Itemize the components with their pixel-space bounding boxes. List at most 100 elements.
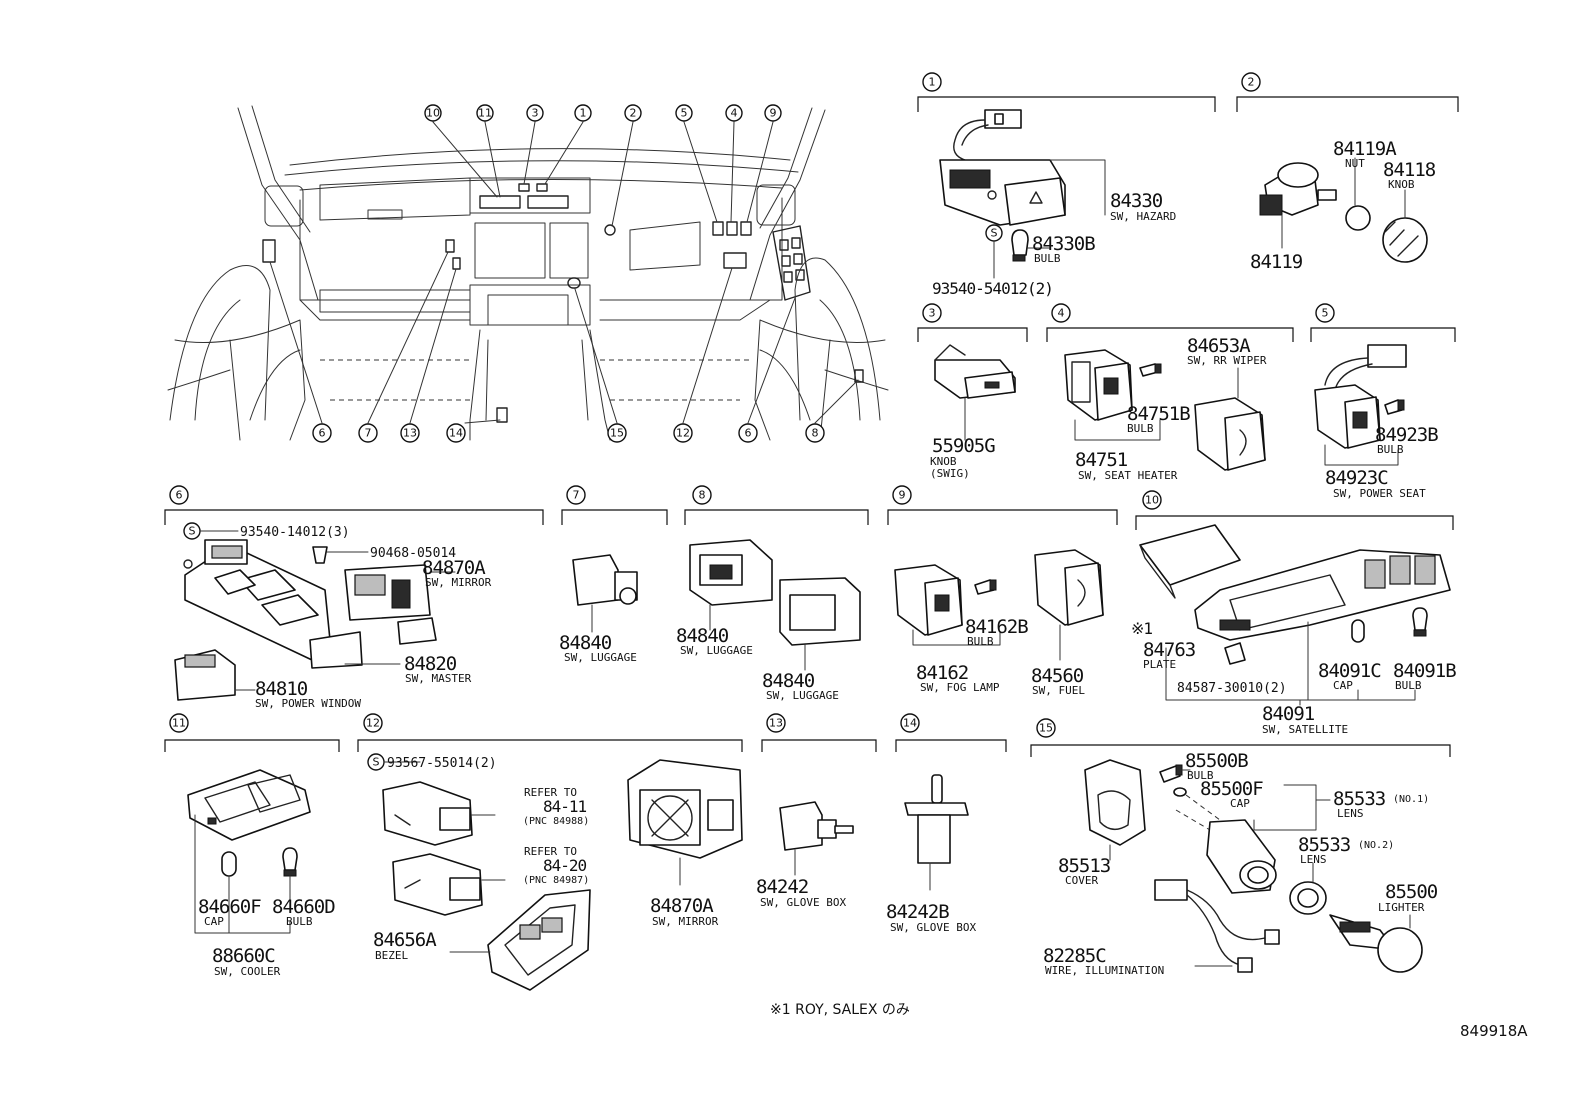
sec6-part-84870a: 84870A bbox=[422, 557, 486, 579]
sec15-desc-cover: COVER bbox=[1065, 874, 1098, 887]
overview-callout-bottom-6a: 6 bbox=[312, 423, 332, 443]
section-9-callout: 9 bbox=[892, 485, 912, 505]
sec15-note-no2: (NO.2) bbox=[1358, 840, 1394, 851]
section-12-callout: 12 bbox=[363, 713, 383, 733]
overview-callout-top-10: 10 bbox=[424, 104, 442, 122]
sec8-desc-luggage-a: SW, LUGGAGE bbox=[680, 644, 753, 657]
sec12-refer-2a: REFER TO bbox=[524, 845, 577, 858]
svg-text:14: 14 bbox=[449, 427, 463, 440]
overview-callout-top-2: 2 bbox=[624, 104, 642, 122]
sec9-part-84162: 84162 bbox=[916, 662, 968, 684]
sec10-desc-satellite: SW, SATELLITE bbox=[1262, 723, 1348, 736]
sec11-desc-bulb: BULB bbox=[286, 915, 313, 928]
overview-callout-bottom-7: 7 bbox=[358, 423, 378, 443]
section-7-callout: 7 bbox=[566, 485, 586, 505]
sec13-part-84242: 84242 bbox=[756, 876, 808, 898]
sec6-part-93540: 93540-14012(3) bbox=[240, 525, 350, 540]
overview-callout-top-11: 11 bbox=[476, 104, 494, 122]
sec10-mark-note: ※1 bbox=[1131, 619, 1152, 638]
svg-text:S: S bbox=[373, 756, 380, 769]
overview-callout-top-5: 5 bbox=[675, 104, 693, 122]
sec9-part-84560: 84560 bbox=[1031, 665, 1084, 687]
sec8-desc-luggage-b: SW, LUGGAGE bbox=[766, 689, 839, 702]
svg-text:1: 1 bbox=[929, 76, 936, 89]
svg-text:15: 15 bbox=[610, 427, 624, 440]
sec12-refer-1c: (PNC 84988) bbox=[523, 816, 589, 827]
section-2-knob: 2 84119A NUT 84118 KNOB 84119 bbox=[1236, 72, 1459, 273]
section-13-glove-box: 13 84242 SW, GLOVE BOX bbox=[756, 713, 877, 909]
sec9-part-84162b: 84162B bbox=[965, 616, 1028, 638]
overview-callout-bottom-15: 15 bbox=[607, 423, 627, 443]
section-14-callout: 14 bbox=[900, 713, 920, 733]
section-1-callout: 1 bbox=[922, 72, 942, 92]
sec10-desc-plate: PLATE bbox=[1143, 658, 1176, 671]
sec15-part-85500: 85500 bbox=[1385, 881, 1438, 903]
sec11-part-84660d: 84660D bbox=[272, 896, 335, 918]
svg-text:7: 7 bbox=[573, 489, 580, 502]
sec15-part-82285c: 82285C bbox=[1043, 945, 1106, 967]
sec11-part-88660c: 88660C bbox=[212, 945, 275, 967]
svg-text:5: 5 bbox=[1322, 307, 1329, 320]
sec2-part-84118: 84118 bbox=[1383, 159, 1436, 181]
section-7-luggage: 7 84840 SW, LUGGAGE bbox=[559, 485, 668, 664]
sec8-part-84840-a: 84840 bbox=[676, 625, 729, 647]
sec2-part-84119: 84119 bbox=[1250, 251, 1303, 273]
section-1-hazard-switch: 1 S 84330 SW, HAZARD 84330B BULB 93540-5… bbox=[917, 72, 1216, 298]
reference-code: 849918A bbox=[1460, 1022, 1528, 1040]
sec15-part-85500b: 85500B bbox=[1185, 750, 1248, 772]
overview-callout-bottom-13: 13 bbox=[400, 423, 420, 443]
svg-text:8: 8 bbox=[812, 427, 819, 440]
section-8-luggage: 8 84840 SW, LUGGAGE 84840 SW, LUGGAGE bbox=[676, 485, 869, 702]
sec12-part-93567: 93567-55014(2) bbox=[387, 756, 497, 771]
svg-text:S: S bbox=[189, 525, 196, 538]
sec3-part-55905g: 55905G bbox=[932, 435, 995, 457]
overview-callout-top-9: 9 bbox=[764, 104, 782, 122]
sec15-note-no1: (NO.1) bbox=[1393, 794, 1429, 805]
section-3-callout: 3 bbox=[922, 303, 942, 323]
sec10-part-84091b: 84091B bbox=[1393, 660, 1456, 682]
sec4-part-84653a: 84653A bbox=[1187, 335, 1251, 357]
sec15-desc-lighter: LIGHTER bbox=[1378, 901, 1425, 914]
sec10-part-84587: 84587-30010(2) bbox=[1177, 681, 1287, 696]
svg-text:3: 3 bbox=[929, 307, 936, 320]
sec10-desc-bulb: BULB bbox=[1395, 679, 1422, 692]
sec5-desc-bulb: BULB bbox=[1377, 443, 1404, 456]
section-9-fog-fuel: 9 84162B BULB 84162 SW, FOG LAMP 84560 S… bbox=[887, 485, 1118, 697]
svg-text:9: 9 bbox=[899, 489, 906, 502]
sec7-part-84840: 84840 bbox=[559, 632, 612, 654]
sec6-part-84820: 84820 bbox=[404, 653, 457, 675]
overview-callout-bottom-14: 14 bbox=[446, 423, 466, 443]
sec11-desc-cap: CAP bbox=[204, 915, 224, 928]
sec15-desc-lens-1: LENS bbox=[1337, 807, 1364, 820]
sec14-part-84242b: 84242B bbox=[886, 901, 949, 923]
section-14-glove-box: 14 84242B SW, GLOVE BOX bbox=[886, 713, 1007, 934]
svg-text:2: 2 bbox=[630, 107, 637, 120]
sec15-desc-cap: CAP bbox=[1230, 797, 1250, 810]
sec1-s-marker: S bbox=[985, 224, 1003, 242]
svg-text:13: 13 bbox=[769, 717, 783, 730]
sec15-desc-lens-2: LENS bbox=[1300, 853, 1327, 866]
sec3-desc-swig: (SWIG) bbox=[930, 467, 970, 480]
svg-text:7: 7 bbox=[365, 427, 372, 440]
sec10-part-84091c: 84091C bbox=[1318, 660, 1381, 682]
sec15-part-85500f: 85500F bbox=[1200, 778, 1263, 800]
svg-text:S: S bbox=[991, 227, 998, 240]
svg-text:15: 15 bbox=[1039, 722, 1053, 735]
section-10-callout: 10 bbox=[1142, 490, 1162, 510]
svg-text:12: 12 bbox=[366, 717, 380, 730]
section-8-callout: 8 bbox=[692, 485, 712, 505]
sec5-part-84923b: 84923B bbox=[1375, 424, 1438, 446]
svg-text:13: 13 bbox=[403, 427, 417, 440]
svg-text:6: 6 bbox=[319, 427, 326, 440]
sec1-part-84330: 84330 bbox=[1110, 190, 1163, 212]
svg-text:10: 10 bbox=[426, 107, 440, 120]
section-2-callout: 2 bbox=[1241, 72, 1261, 92]
sec6-desc-master: SW, MASTER bbox=[405, 672, 472, 685]
svg-text:11: 11 bbox=[478, 107, 492, 120]
section-13-callout: 13 bbox=[766, 713, 786, 733]
sec9-desc-fog-lamp: SW, FOG LAMP bbox=[920, 681, 1000, 694]
sec1-part-84330b: 84330B bbox=[1032, 233, 1095, 255]
sec10-desc-cap: CAP bbox=[1333, 679, 1353, 692]
overview-callout-bottom-12: 12 bbox=[673, 423, 693, 443]
